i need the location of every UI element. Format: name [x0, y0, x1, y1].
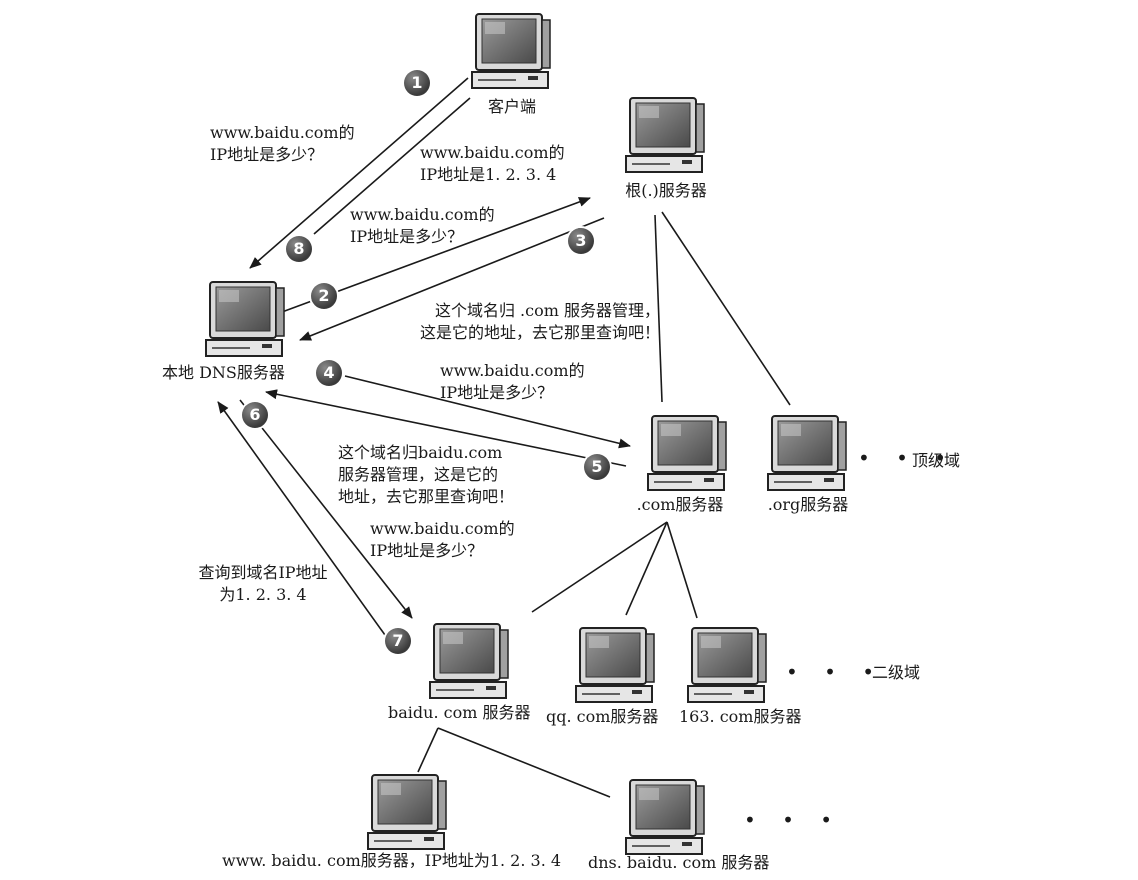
step-4-badge: 4	[316, 360, 342, 386]
arrow-6	[239, 399, 413, 619]
line-com-qq	[625, 521, 668, 616]
www-server-computer	[367, 774, 447, 850]
line-baidu-www	[417, 727, 439, 773]
step-5-badge: 5	[584, 454, 610, 480]
tld-ellipsis: • • •	[858, 446, 957, 470]
qq-server-label: qq. com服务器	[546, 707, 659, 726]
arrow-4	[344, 375, 631, 449]
baidu-server-label: baidu. com 服务器	[388, 703, 531, 722]
com-server-computer	[647, 415, 727, 491]
step-6-badge: 6	[242, 402, 268, 428]
step-8-badge: 8	[286, 236, 312, 262]
tld-label: 顶级域	[912, 451, 961, 470]
step-2-badge: 2	[311, 283, 337, 309]
local-dns-computer	[205, 281, 285, 357]
client-computer	[471, 13, 551, 89]
arrow-1	[249, 77, 469, 269]
root-server-label: 根(.)服务器	[625, 181, 707, 200]
third-level-ellipsis: • • •	[744, 808, 843, 832]
line-com-baidu	[531, 521, 668, 613]
org-server-label: .org服务器	[767, 495, 849, 514]
dns-server-computer	[625, 779, 705, 855]
arrow-7	[217, 401, 386, 636]
message-7: 查询到域名IP地址为1. 2. 3. 4	[198, 563, 328, 604]
step-7-badge: 7	[385, 628, 411, 654]
line-baidu-dns	[437, 727, 611, 798]
hierarchy-lines	[417, 211, 791, 798]
local-dns-label: 本地 DNS服务器	[162, 363, 285, 382]
arrow-8	[313, 97, 471, 235]
163-server-label: 163. com服务器	[679, 707, 802, 726]
sld-label: 二级域	[872, 663, 921, 682]
baidu-server-computer	[429, 623, 509, 699]
qq-server-computer	[575, 627, 655, 703]
arrow-3	[299, 217, 605, 341]
message-arrows	[217, 77, 631, 636]
root-server-computer	[625, 97, 705, 173]
arrow-5	[265, 389, 627, 467]
163-server-computer	[687, 627, 767, 703]
www-server-label: www. baidu. com服务器，IP地址为1. 2. 3. 4	[222, 851, 562, 870]
com-server-label: .com服务器	[636, 495, 724, 514]
line-root-com	[654, 214, 663, 403]
step-3-badge: 3	[568, 228, 594, 254]
client-label: 客户端	[487, 97, 536, 116]
line-root-org	[661, 211, 791, 406]
dns-server-label: dns. baidu. com 服务器	[588, 853, 770, 872]
message-3: 这个域名归 .com 服务器管理，这是它的地址，去它那里查询吧！	[419, 301, 660, 342]
line-com-163	[666, 521, 698, 619]
sld-ellipsis: • • •	[786, 660, 885, 684]
org-server-computer	[767, 415, 847, 491]
step-1-badge: 1	[404, 70, 430, 96]
